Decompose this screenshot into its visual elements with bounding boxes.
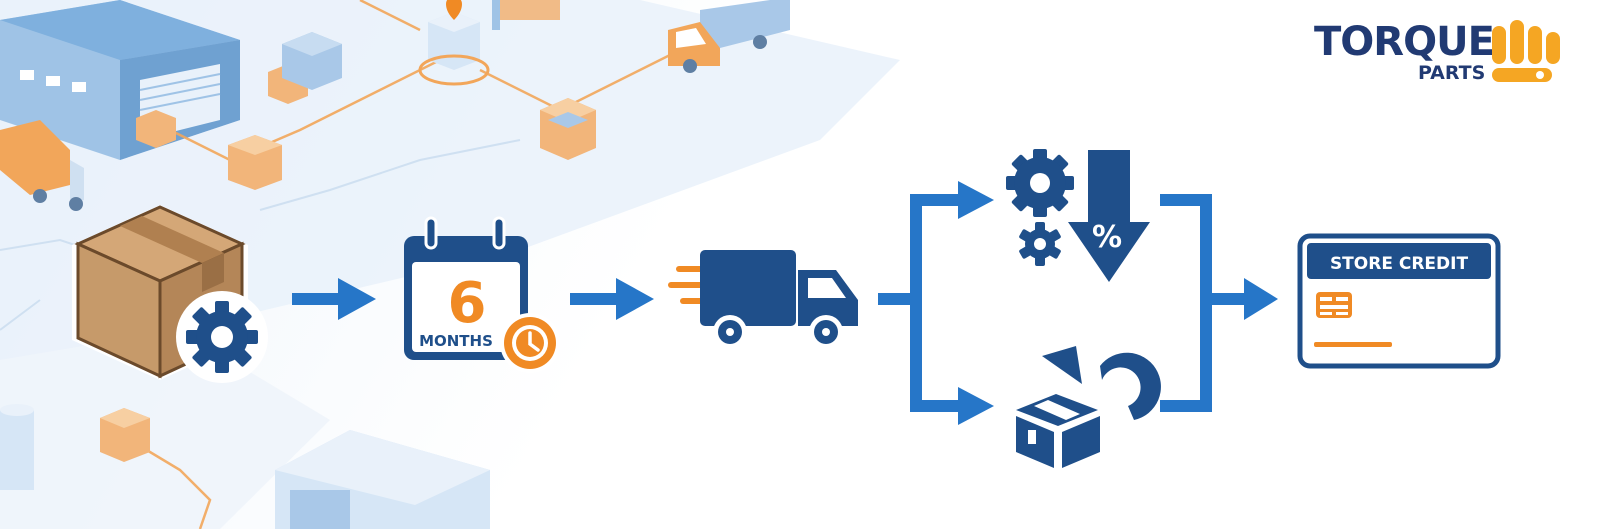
- return-box-icon: [1016, 346, 1161, 468]
- gear-icon: [1006, 149, 1074, 266]
- piston-logo-icon: [1492, 20, 1560, 82]
- flow-arrow-2: [570, 278, 654, 320]
- delivery-truck-icon: [668, 250, 858, 349]
- store-credit-label: STORE CREDIT: [1330, 254, 1469, 274]
- branch-connector: [878, 181, 994, 425]
- top-truck-icon: [668, 0, 790, 73]
- torque-parts-logo: TORQUE PARTS: [1310, 18, 1578, 90]
- card-chip-icon: [1316, 292, 1352, 318]
- discount-symbol: %: [1092, 220, 1122, 255]
- logo-wordmark: TORQUE: [1314, 19, 1495, 65]
- flow-arrow-1: [292, 278, 376, 320]
- calendar-unit-label: MONTHS: [419, 332, 493, 350]
- logo-subtitle: PARTS: [1418, 62, 1486, 84]
- background-boxes: [100, 0, 596, 462]
- calendar-number: 6: [448, 271, 487, 336]
- bottom-warehouse-icon: [275, 430, 490, 529]
- store-credit-card-icon: STORE CREDIT: [1297, 233, 1501, 369]
- down-arrow-discount-icon: %: [1068, 150, 1150, 282]
- clock-icon: [500, 313, 560, 373]
- small-truck-left-icon: [0, 120, 84, 211]
- warehouse-building-icon: [0, 0, 240, 160]
- silo-icon: [0, 404, 34, 490]
- box-with-gear-icon: [72, 205, 268, 383]
- calendar-icon: 6 MONTHS: [404, 216, 528, 360]
- merge-connector: [1160, 194, 1278, 412]
